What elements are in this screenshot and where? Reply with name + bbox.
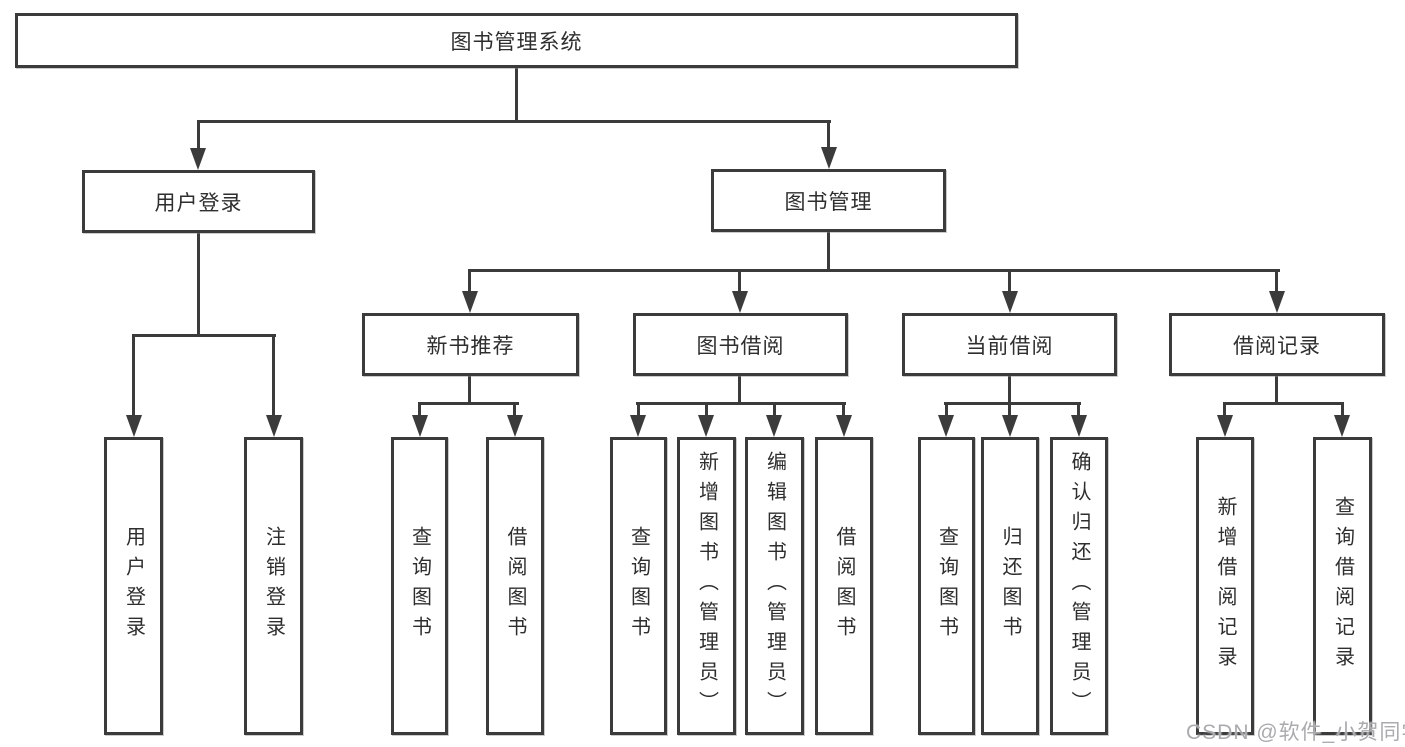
- leaf-user-login-label: 用户登录: [122, 526, 145, 646]
- arrow-down-icon: [1334, 415, 1350, 437]
- connector-line: [468, 269, 1280, 272]
- leaf-current-query-books: 查询图书: [918, 437, 975, 735]
- node-user-login-label: 用户登录: [154, 191, 243, 215]
- leaf-borrowing-query-books-label: 查询图书: [627, 526, 650, 646]
- arrow-down-icon: [266, 415, 282, 437]
- connector-line: [468, 269, 471, 295]
- csdn-watermark: CSDN @软件_小贺同学: [1186, 721, 1405, 744]
- connector-line: [1008, 376, 1011, 405]
- connector-line: [468, 376, 471, 405]
- leaf-current-confirm-return: 确认归还（管理员）: [1050, 437, 1108, 735]
- arrow-down-icon: [507, 415, 523, 437]
- leaf-logout: 注销登录: [244, 437, 303, 735]
- connector-line: [513, 402, 516, 417]
- leaf-records-query-record: 查询借阅记录: [1313, 437, 1372, 735]
- arrow-down-icon: [1217, 415, 1233, 437]
- leaf-current-return-books: 归还图书: [981, 437, 1039, 735]
- connector-line: [945, 402, 948, 417]
- connector-line: [944, 402, 1081, 405]
- leaf-borrowing-edit-books: 编辑图书（管理员）: [745, 437, 804, 735]
- leaf-recommend-query-books-label: 查询图书: [408, 526, 431, 646]
- arrow-down-icon: [1002, 291, 1018, 313]
- leaf-current-confirm-return-label: 确认归还（管理员）: [1068, 451, 1090, 721]
- connector-line: [132, 334, 135, 417]
- node-new-book-recommend-label: 新书推荐: [426, 334, 515, 358]
- connector-line: [842, 402, 845, 417]
- node-root: 图书管理系统: [15, 13, 1018, 68]
- leaf-borrowing-add-books: 新增图书（管理员）: [677, 437, 736, 735]
- node-book-management: 图书管理: [711, 169, 946, 232]
- node-user-login: 用户登录: [82, 170, 315, 233]
- arrow-down-icon: [766, 415, 782, 437]
- connector-line: [515, 68, 518, 122]
- node-borrowing-records-label: 借阅记录: [1233, 334, 1321, 358]
- leaf-current-return-books-label: 归还图书: [999, 526, 1021, 646]
- connector-line: [197, 120, 831, 123]
- connector-line: [272, 334, 275, 417]
- connector-line: [1223, 402, 1226, 417]
- node-borrowing-records: 借阅记录: [1169, 313, 1385, 376]
- connector-line: [636, 402, 846, 405]
- arrow-down-icon: [1002, 415, 1018, 437]
- arrow-down-icon: [462, 291, 478, 313]
- arrow-down-icon: [821, 147, 837, 169]
- arrow-down-icon: [126, 415, 142, 437]
- leaf-borrowing-query-books: 查询图书: [610, 437, 667, 735]
- connector-line: [1275, 376, 1278, 405]
- arrow-down-icon: [698, 415, 714, 437]
- connector-line: [773, 402, 776, 417]
- arrow-down-icon: [630, 415, 646, 437]
- leaf-records-query-record-label: 查询借阅记录: [1331, 496, 1354, 676]
- leaf-borrowing-add-books-label: 新增图书（管理员）: [695, 451, 718, 721]
- connector-line: [1341, 402, 1344, 417]
- connector-line: [1008, 269, 1011, 295]
- node-current-borrowing: 当前借阅: [902, 313, 1117, 376]
- node-current-borrowing-label: 当前借阅: [965, 334, 1054, 358]
- connector-line: [738, 269, 741, 295]
- connector-line: [1223, 402, 1344, 405]
- connector-line: [1077, 402, 1080, 417]
- connector-line: [197, 233, 200, 337]
- node-book-borrowing-label: 图书借阅: [696, 334, 785, 358]
- connector-line: [827, 232, 830, 272]
- leaf-recommend-query-books: 查询图书: [391, 437, 448, 735]
- connector-line: [1008, 402, 1011, 417]
- arrow-down-icon: [732, 291, 748, 313]
- arrow-down-icon: [412, 415, 428, 437]
- leaf-records-add-record: 新增借阅记录: [1196, 437, 1254, 735]
- leaf-recommend-borrow-books: 借阅图书: [486, 437, 544, 735]
- connector-line: [705, 402, 708, 417]
- leaf-user-login: 用户登录: [104, 437, 163, 735]
- arrow-down-icon: [1071, 415, 1087, 437]
- arrow-down-icon: [1269, 291, 1285, 313]
- leaf-borrowing-borrow-books: 借阅图书: [815, 437, 873, 735]
- node-book-management-label: 图书管理: [784, 190, 873, 214]
- arrow-down-icon: [836, 415, 852, 437]
- connector-line: [1275, 269, 1278, 295]
- connector-line: [827, 120, 830, 149]
- connector-line: [637, 402, 640, 417]
- connector-line: [418, 402, 519, 405]
- node-book-borrowing: 图书借阅: [633, 313, 848, 376]
- connector-line: [738, 376, 741, 405]
- leaf-logout-label: 注销登录: [262, 526, 285, 646]
- node-root-label: 图书管理系统: [450, 30, 583, 54]
- leaf-borrowing-edit-books-label: 编辑图书（管理员）: [763, 451, 786, 721]
- connector-line: [197, 120, 200, 150]
- arrow-down-icon: [938, 415, 954, 437]
- leaf-records-add-record-label: 新增借阅记录: [1214, 496, 1236, 676]
- connector-line: [418, 402, 421, 417]
- node-new-book-recommend: 新书推荐: [362, 313, 579, 376]
- leaf-borrowing-borrow-books-label: 借阅图书: [833, 526, 855, 646]
- arrow-down-icon: [190, 148, 206, 170]
- leaf-recommend-borrow-books-label: 借阅图书: [504, 526, 526, 646]
- leaf-current-query-books-label: 查询图书: [935, 526, 958, 646]
- connector-line: [132, 334, 276, 337]
